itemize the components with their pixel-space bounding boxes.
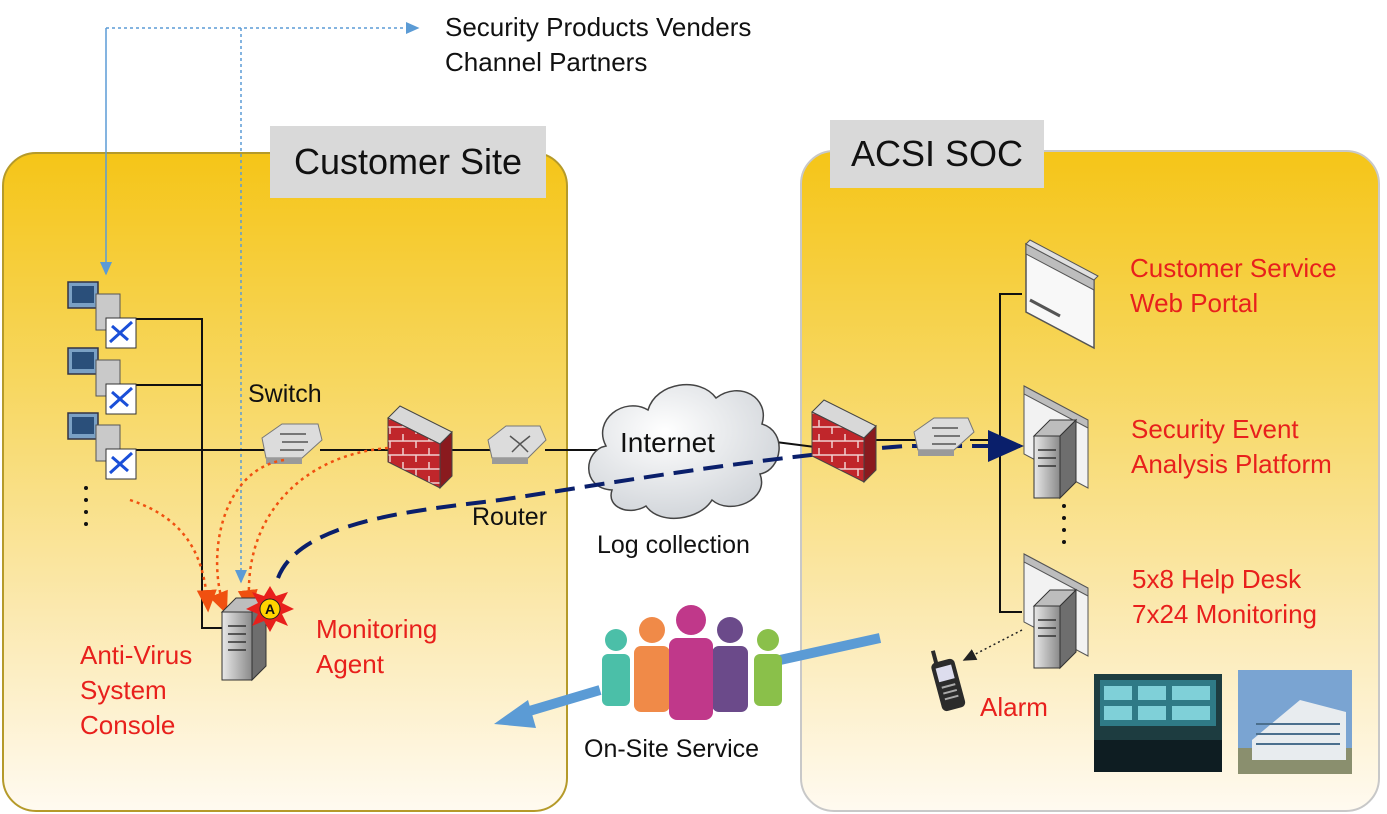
monitoring-agent-label-2: Agent [316,649,384,679]
av-console-label-3: Console [80,710,176,740]
partners-label: Channel Partners [445,47,648,77]
router-label: Router [472,503,548,531]
alarm-label: Alarm [980,692,1048,722]
analysis-label-1: Security Event [1131,414,1299,444]
helpdesk-server-icon [1023,553,1089,670]
av-console-label-2: System [80,675,167,705]
acsi-soc-title: ACSI SOC [830,120,1044,188]
monitoring-agent-label-1: Monitoring [316,614,438,644]
vendors-label: Security Products Venders [445,12,752,42]
soc-firewall-icon [811,399,877,484]
alert-flow-lines [129,446,389,615]
more-platforms-ellipsis [1062,504,1066,544]
soc-switch-icon [913,417,975,456]
alarm-link [962,629,1023,661]
portal-label-1: Customer Service [1130,253,1337,283]
workstation-3-icon [67,412,137,480]
analysis-label-2: Analysis Platform [1131,449,1332,479]
agent-badge-icon [246,586,294,632]
log-collection-label: Log collection [597,531,750,559]
internet-cloud-icon [588,384,780,520]
helpdesk-label-1: 5x8 Help Desk [1132,564,1302,594]
internet-label: Internet [620,427,715,458]
customer-site-title: Customer Site [270,126,546,198]
log-collection-path [276,430,1024,579]
workstation-2-icon [67,347,137,415]
mobile-phone-icon [930,650,966,712]
customer-firewall-icon [387,405,453,490]
vendor-feed-lines [100,22,420,584]
agent-badge-letter: A [264,601,276,617]
control-room-photo [1094,674,1222,772]
av-console-label-1: Anti-Virus [80,640,193,670]
workstation-1-icon [67,281,137,349]
web-portal-icon [1025,239,1099,350]
switch-icon [261,423,323,464]
helpdesk-label-2: 7x24 Monitoring [1132,599,1317,629]
router-icon [487,425,547,464]
onsite-service-label: On-Site Service [584,735,760,763]
agent-server-icon [220,596,268,682]
portal-label-2: Web Portal [1130,288,1259,318]
onsite-service-arrow [494,633,882,728]
analysis-server-icon [1023,385,1089,500]
building-photo [1238,670,1352,774]
switch-label: Switch [248,380,322,408]
support-team-icon [602,605,782,720]
more-workstations-ellipsis [84,486,88,526]
customer-site-panel [2,152,568,812]
